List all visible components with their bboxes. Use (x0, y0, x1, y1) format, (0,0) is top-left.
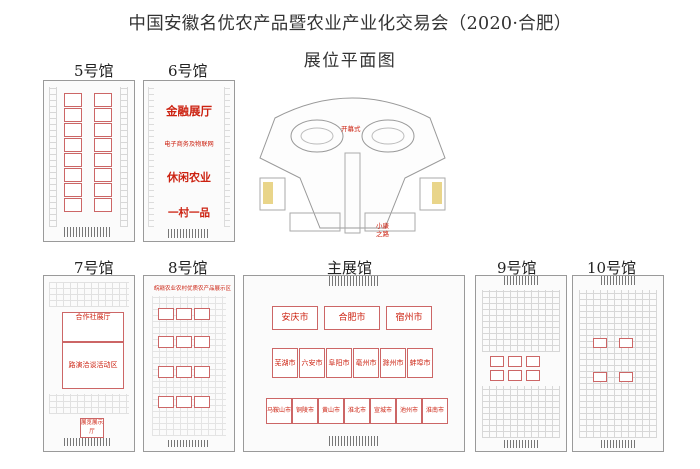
zone-jiangxi: 皖赣农业农村优质农产品展示区 (154, 286, 232, 292)
city-chuzhou: 滁州市 (380, 348, 406, 378)
hall-7-plan: 合作社展厅 路演洽谈活动区 展览展示厅 (43, 275, 135, 452)
city-xuancheng: 宣城市 (370, 398, 396, 424)
zone-exhibition: 展览展示厅 (80, 418, 104, 438)
city-bengbu: 蚌埠市 (407, 348, 433, 378)
hall-10-label: 10号馆 (587, 259, 637, 277)
zone-leisure-agriculture: 休闲农业 (167, 171, 211, 184)
city-anqing: 安庆市 (272, 306, 318, 330)
hall-10-plan (572, 275, 664, 452)
zone-finance: 金融展厅 (166, 104, 212, 118)
hall-6-label: 6号馆 (168, 62, 208, 80)
hall-7-label: 7号馆 (74, 259, 114, 277)
main-hall-plan: 安庆市 合肥市 宿州市 芜湖市 六安市 阜阳市 亳州市 滁州市 蚌埠市 马鞍山市… (243, 275, 465, 452)
page-title: 中国安徽名优农产品暨农业产业化交易会（2020·合肥） (128, 14, 572, 34)
city-huangshan: 黄山市 (318, 398, 344, 424)
city-hefei: 合肥市 (324, 306, 380, 330)
zone-cooperative: 合作社展厅 (62, 312, 124, 342)
city-luan: 六安市 (299, 348, 325, 378)
opening-building-plan: 开幕式 小康 之路 (245, 78, 460, 246)
main-hall-label: 主展馆 (327, 259, 373, 277)
hall-5-booths-right (94, 93, 112, 228)
hall-5-label: 5号馆 (74, 62, 114, 80)
hall-8-label: 8号馆 (168, 259, 208, 277)
city-fuyang: 阜阳市 (326, 348, 352, 378)
city-bozhou: 亳州市 (353, 348, 379, 378)
city-huaibei: 淮北市 (344, 398, 370, 424)
hall-5-plan (43, 80, 135, 242)
hall-9-label: 9号馆 (497, 259, 537, 277)
city-tongling: 铜陵市 (292, 398, 318, 424)
hall-6-plan: 金融展厅 电子商务及物联网 休闲农业 一村一品 (143, 80, 235, 242)
zone-one-village-one-product: 一村一品 (168, 207, 210, 219)
opening-building-outline (259, 97, 446, 234)
zone-roadshow: 路演洽谈活动区 (62, 342, 124, 389)
city-chizhou: 池州市 (396, 398, 422, 424)
xiaokang-label-1: 小康 (376, 222, 389, 230)
opening-ceremony-label: 开幕式 (341, 125, 361, 133)
zone-ecommerce: 电子商务及物联网 (164, 141, 214, 148)
city-maanshan: 马鞍山市 (266, 398, 292, 424)
city-suzhou: 宿州市 (386, 306, 432, 330)
hall-5-booths-left (64, 93, 82, 228)
page-subtitle: 展位平面图 (303, 51, 397, 71)
hall-8-plan: 皖赣农业农村优质农产品展示区 (143, 275, 235, 452)
city-huainan: 淮南市 (422, 398, 448, 424)
hall-9-plan (475, 275, 567, 452)
xiaokang-label-2: 之路 (376, 230, 389, 238)
city-wuhu: 芜湖市 (272, 348, 298, 378)
